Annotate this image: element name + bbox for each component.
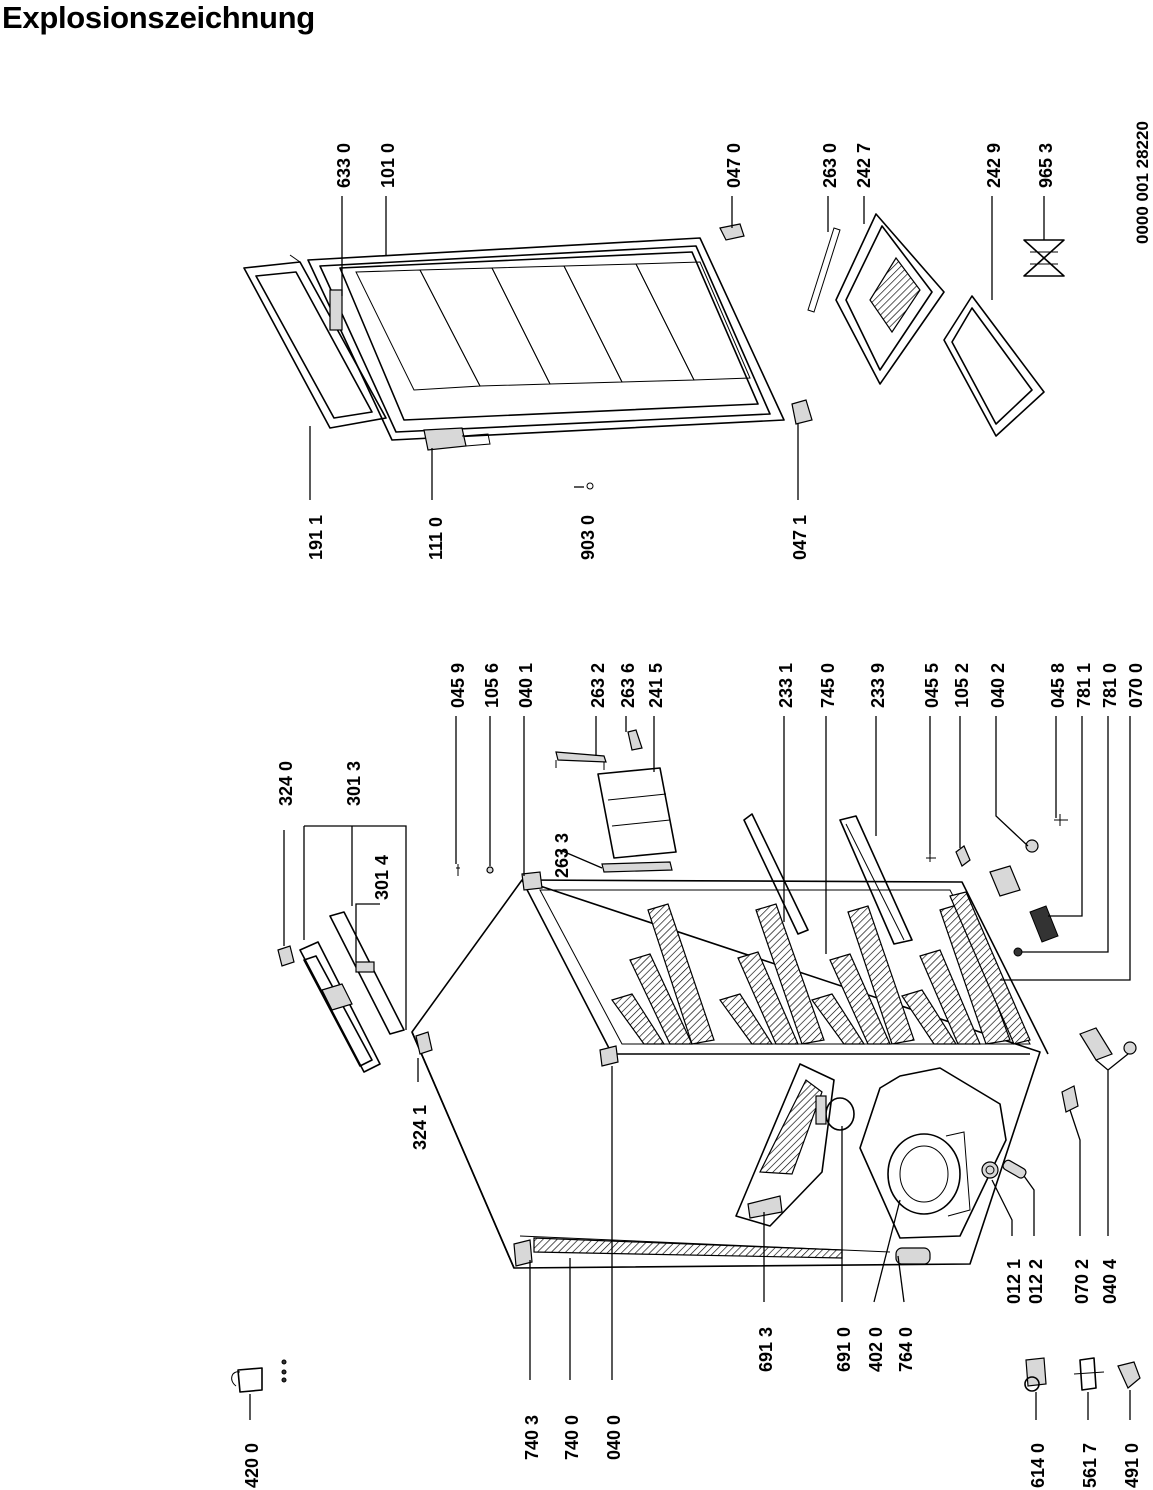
label-040-4: 040 4 — [1100, 1259, 1120, 1304]
label-263-0: 263 0 — [820, 143, 840, 188]
label-324-1: 324 1 — [410, 1105, 430, 1150]
part-labels: 191 1 111 0 903 0 047 1 633 0 101 0 047 … — [242, 121, 1152, 1488]
label-633-0: 633 0 — [334, 143, 354, 188]
label-491-0: 491 0 — [1122, 1443, 1142, 1488]
label-263-2: 263 2 — [588, 663, 608, 708]
label-047-0: 047 0 — [724, 143, 744, 188]
label-781-0: 781 0 — [1100, 663, 1120, 708]
drawer-242-7 — [807, 213, 945, 385]
label-691-3: 691 3 — [756, 1327, 776, 1372]
label-047-1: 047 1 — [790, 515, 810, 560]
label-191-1: 191 1 — [306, 515, 326, 560]
label-745-0: 745 0 — [818, 663, 838, 708]
label-263-3: 263 3 — [552, 833, 572, 878]
label-324-0: 324 0 — [276, 761, 296, 806]
label-101-0: 101 0 — [378, 143, 398, 188]
label-045-5: 045 5 — [922, 663, 942, 708]
document-number: 0000 001 28220 — [1133, 121, 1152, 244]
drawer-242-9 — [943, 295, 1045, 437]
door-assembly — [243, 223, 813, 490]
label-233-1: 233 1 — [776, 663, 796, 708]
label-740-0: 740 0 — [562, 1415, 582, 1460]
label-040-2: 040 2 — [988, 663, 1008, 708]
cabinet-body — [411, 871, 1049, 1269]
label-903-0: 903 0 — [578, 515, 598, 560]
small-parts — [231, 729, 1141, 1393]
label-263-6: 263 6 — [618, 663, 638, 708]
label-301-3: 301 3 — [344, 761, 364, 806]
label-070-2: 070 2 — [1072, 1259, 1092, 1304]
label-764-0: 764 0 — [896, 1327, 916, 1372]
label-040-0: 040 0 — [604, 1415, 624, 1460]
label-691-0: 691 0 — [834, 1327, 854, 1372]
page-title: Explosionszeichnung — [2, 0, 315, 35]
label-105-6: 105 6 — [482, 663, 502, 708]
label-614-0: 614 0 — [1028, 1443, 1048, 1488]
leader-lines — [249, 196, 1131, 1420]
label-402-0: 402 0 — [866, 1327, 886, 1372]
label-233-9: 233 9 — [868, 663, 888, 708]
foot-965-3 — [1023, 239, 1065, 277]
label-045-9: 045 9 — [448, 663, 468, 708]
label-301-4: 301 4 — [372, 855, 392, 900]
label-241-5: 241 5 — [646, 663, 666, 708]
label-111-0: 111 0 — [426, 517, 446, 560]
label-420-0: 420 0 — [242, 1443, 262, 1488]
label-012-2: 012 2 — [1026, 1259, 1046, 1304]
label-105-2: 105 2 — [952, 663, 972, 708]
label-781-1: 781 1 — [1074, 663, 1094, 708]
label-242-7: 242 7 — [854, 143, 874, 188]
label-045-8: 045 8 — [1048, 663, 1068, 708]
label-012-1: 012 1 — [1004, 1259, 1024, 1304]
label-740-3: 740 3 — [522, 1415, 542, 1460]
label-561-7: 561 7 — [1080, 1443, 1100, 1488]
label-965-3: 965 3 — [1036, 143, 1056, 188]
label-070-0: 070 0 — [1126, 663, 1146, 708]
label-242-9: 242 9 — [984, 143, 1004, 188]
label-040-1: 040 1 — [516, 663, 536, 708]
